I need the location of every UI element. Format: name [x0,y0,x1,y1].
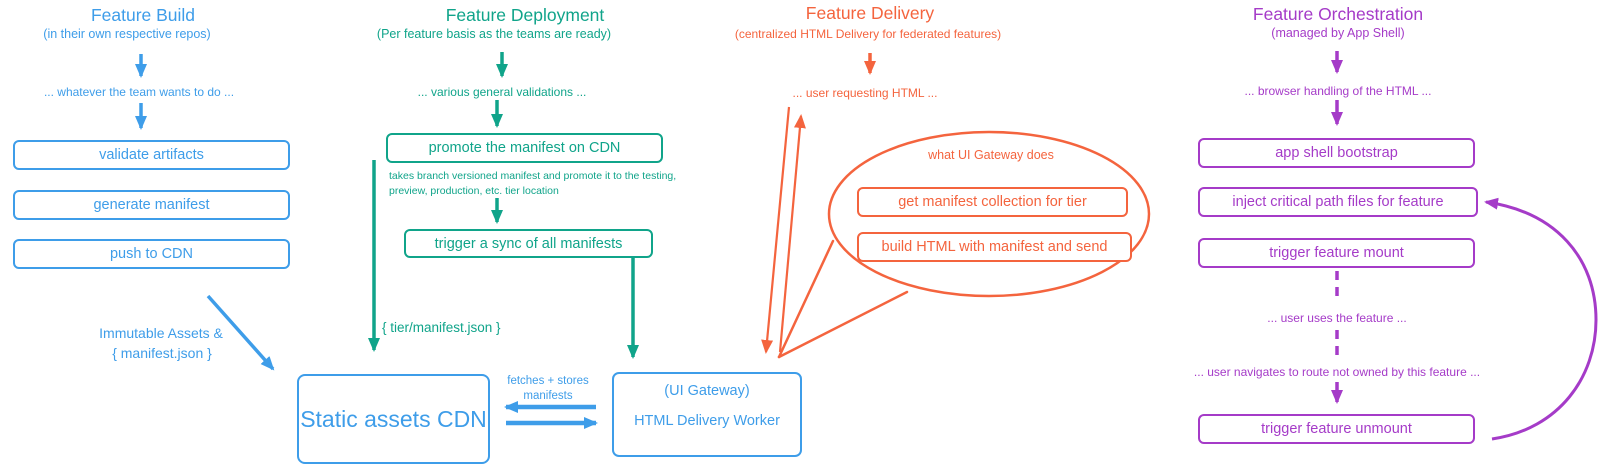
delivery-column-subtitle: (centralized HTML Delivery for federated… [734,27,1002,41]
bubble-tail-lower-line [777,290,909,359]
build-column-subtitle: (in their own respective repos) [43,27,211,41]
orchestration-step-app-shell-bootstrap: app shell bootstrap [1198,138,1475,168]
build-column-title: Feature Build [90,5,196,25]
fetch-store-label-line2: manifests [523,390,573,402]
user-uses-feature-note: ... user uses the feature ... [1267,311,1407,325]
bubble-step-get-manifest-collection: get manifest collection for tier [857,187,1128,217]
orchestration-column-title: Feature Orchestration [1252,4,1424,24]
deployment-column-subtitle: (Per feature basis as the teams are read… [376,27,612,41]
arrow-user-request-down [761,106,791,354]
build-step-generate-manifest: generate manifest [13,190,290,220]
orchestration-step-inject-critical-path: inject critical path files for feature [1198,187,1478,217]
promote-manifest-note: takes branch versioned manifest and prom… [389,170,677,197]
user-navigates-away-note: ... user navigates to route not owned by… [1193,365,1481,379]
delivery-flow-note: ... user requesting HTML ... [792,86,938,100]
build-step-validate-artifacts: validate artifacts [13,140,290,170]
bubble-title: what UI Gateway does [928,148,1054,162]
deployment-step-trigger-sync: trigger a sync of all manifests [404,229,653,258]
arrow-unmount-to-inject-loop [1484,197,1598,441]
static-assets-cdn-node: Static assets CDN [297,374,490,464]
arrow-user-response-up [778,114,806,353]
deployment-flow-note: ... various general validations ... [417,85,587,99]
orchestration-column-subtitle: (managed by App Shell) [1271,26,1405,40]
deployment-step-promote-manifest: promote the manifest on CDN [386,133,663,163]
html-delivery-worker-node: (UI Gateway) HTML Delivery Worker [612,372,802,457]
delivery-column-title: Feature Delivery [805,3,935,23]
deployment-column-title: Feature Deployment [445,5,605,25]
immutable-assets-label-line1: Immutable Assets & [99,325,223,341]
gateway-node-label-line1: (UI Gateway) [664,383,750,399]
orchestration-flow-note: ... browser handling of the HTML ... [1244,84,1432,98]
orchestration-step-trigger-unmount: trigger feature unmount [1198,414,1475,444]
tier-manifest-label: { tier/manifest.json } [382,320,501,335]
gateway-node-label-line2: HTML Delivery Worker [634,413,780,429]
build-flow-note: ... whatever the team wants to do ... [43,85,235,99]
orchestration-step-trigger-mount: trigger feature mount [1198,238,1475,268]
immutable-assets-label-line2: { manifest.json } [112,345,212,361]
bubble-tail-upper-line [777,239,835,359]
bubble-step-build-html-and-send: build HTML with manifest and send [857,232,1132,262]
fetch-store-label-line1: fetches + stores [507,375,589,387]
build-step-push-to-cdn: push to CDN [13,239,290,269]
